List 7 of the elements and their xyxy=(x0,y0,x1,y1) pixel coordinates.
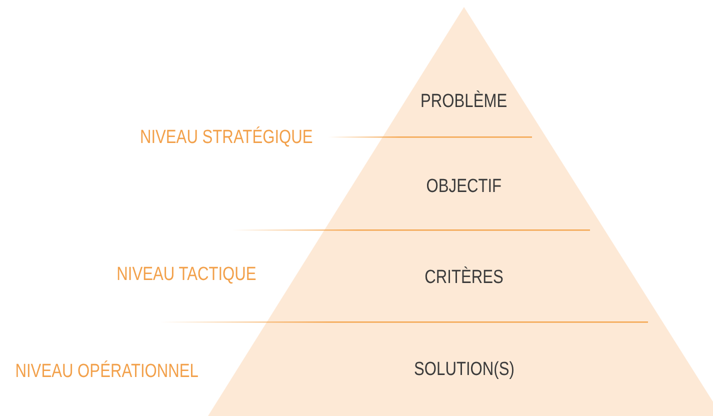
tier-label: NIVEAU OPÉRATIONNEL xyxy=(15,362,198,381)
tier-label: NIVEAU STRATÉGIQUE xyxy=(140,128,313,147)
level-label: PROBLÈME xyxy=(420,92,508,111)
tier-label: NIVEAU TACTIQUE xyxy=(116,265,256,284)
level-label: SOLUTION(S) xyxy=(414,360,514,379)
level-label: OBJECTIF xyxy=(426,177,502,196)
level-label: CRITÈRES xyxy=(424,268,504,287)
